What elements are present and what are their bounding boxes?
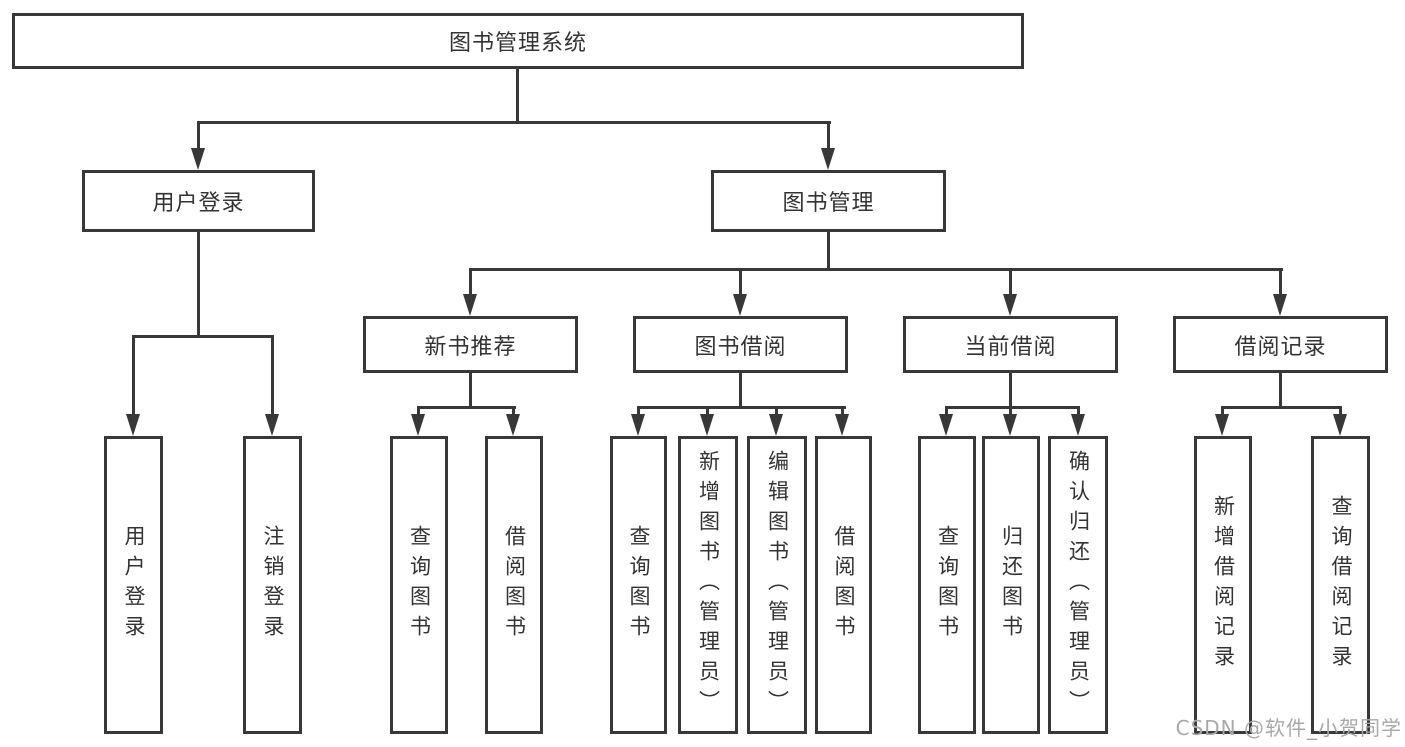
connector-line [775, 406, 778, 418]
node-borrowing-records-label: 借阅记录 [1234, 334, 1327, 360]
leaf-confirm-return-admin-label: 确认归还（管理员） [1066, 450, 1091, 720]
leaf-borrow-books: 借阅图书 [815, 436, 872, 734]
leaf-borrow-books-label: 借阅图书 [832, 525, 857, 645]
leaf-add-book-admin: 新增图书（管理员） [678, 436, 738, 734]
arrow-down-icon [265, 414, 279, 436]
leaf-query-books-current: 查询图书 [918, 436, 976, 734]
connector-line [516, 69, 519, 121]
node-current-borrowing-label: 当前借阅 [964, 334, 1057, 360]
node-user-login: 用户登录 [82, 170, 315, 232]
arrow-down-icon [835, 414, 849, 436]
arrow-down-icon [1273, 294, 1287, 316]
connector-line [1279, 268, 1282, 296]
connector-line [132, 335, 135, 417]
leaf-edit-book-admin: 编辑图书（管理员） [747, 436, 807, 734]
connector-line [739, 373, 742, 406]
leaf-query-books-borrowing-label: 查询图书 [627, 525, 652, 645]
connector-line [1279, 373, 1282, 406]
leaf-query-books-current-label: 查询图书 [935, 525, 960, 645]
leaf-logout: 注销登录 [243, 436, 302, 734]
arrow-down-icon [463, 294, 477, 316]
csdn-watermark: CSDN @软件_小贺同学 [1175, 716, 1402, 740]
connector-line [1339, 406, 1342, 418]
node-book-management: 图书管理 [711, 170, 946, 232]
arrow-down-icon [1215, 414, 1229, 436]
arrow-down-icon [939, 414, 953, 436]
node-root-label: 图书管理系统 [448, 31, 587, 56]
node-user-login-label: 用户登录 [152, 191, 245, 216]
arrow-down-icon [821, 148, 835, 170]
connector-line [1077, 406, 1080, 418]
connector-line [827, 121, 830, 151]
connector-line [739, 268, 742, 296]
node-new-book-recommend-label: 新书推荐 [424, 334, 517, 360]
connector-line [1221, 406, 1342, 409]
arrow-down-icon [631, 414, 645, 436]
leaf-query-books-recommend: 查询图书 [390, 436, 448, 734]
connector-line [637, 406, 640, 418]
connector-line [417, 406, 420, 418]
arrow-down-icon [1333, 414, 1347, 436]
leaf-query-books-recommend-label: 查询图书 [407, 525, 432, 645]
connector-line [197, 121, 200, 151]
connector-line [197, 121, 831, 124]
node-book-management-label: 图书管理 [782, 191, 875, 216]
connector-line [1009, 268, 1012, 296]
node-root: 图书管理系统 [12, 13, 1024, 69]
connector-line [469, 268, 1283, 271]
connector-line [1221, 406, 1224, 418]
connector-line [469, 268, 472, 296]
leaf-query-books-borrowing: 查询图书 [610, 436, 667, 734]
leaf-user-login: 用户登录 [104, 436, 163, 734]
connector-line [469, 373, 472, 406]
arrow-down-icon [769, 414, 783, 436]
leaf-edit-book-admin-label: 编辑图书（管理员） [765, 450, 790, 720]
arrow-down-icon [411, 414, 425, 436]
leaf-add-borrow-record-label: 新增借阅记录 [1211, 495, 1236, 675]
connector-line [637, 406, 846, 409]
arrow-down-icon [506, 414, 520, 436]
leaf-query-borrow-record: 查询借阅记录 [1311, 436, 1370, 734]
leaf-return-books-label: 归还图书 [999, 525, 1024, 645]
connector-line [945, 406, 1080, 409]
connector-line [271, 335, 274, 417]
connector-line [706, 406, 709, 418]
connector-line [945, 406, 948, 418]
node-new-book-recommend: 新书推荐 [363, 316, 578, 373]
connector-line [197, 232, 200, 335]
leaf-add-borrow-record: 新增借阅记录 [1194, 436, 1252, 734]
connector-line [1009, 373, 1012, 406]
node-book-borrowing: 图书借阅 [633, 316, 848, 373]
connector-line [512, 406, 515, 418]
node-book-borrowing-label: 图书借阅 [694, 334, 787, 360]
node-borrowing-records: 借阅记录 [1173, 316, 1388, 373]
connector-line [827, 232, 830, 268]
leaf-return-books: 归还图书 [982, 436, 1040, 734]
arrow-down-icon [1003, 414, 1017, 436]
leaf-user-login-label: 用户登录 [122, 525, 147, 645]
arrow-down-icon [126, 414, 140, 436]
connector-line [132, 335, 274, 338]
leaf-borrow-books-recommend: 借阅图书 [485, 436, 543, 734]
leaf-add-book-admin-label: 新增图书（管理员） [696, 450, 721, 720]
node-current-borrowing: 当前借阅 [903, 316, 1118, 373]
connector-line [841, 406, 844, 418]
arrow-down-icon [1003, 294, 1017, 316]
arrow-down-icon [1071, 414, 1085, 436]
arrow-down-icon [191, 148, 205, 170]
connector-line [417, 406, 516, 409]
leaf-logout-label: 注销登录 [261, 525, 286, 645]
connector-line [1009, 406, 1012, 418]
arrow-down-icon [733, 294, 747, 316]
leaf-confirm-return-admin: 确认归还（管理员） [1048, 436, 1108, 734]
arrow-down-icon [700, 414, 714, 436]
leaf-borrow-books-recommend-label: 借阅图书 [502, 525, 527, 645]
leaf-query-borrow-record-label: 查询借阅记录 [1329, 495, 1354, 675]
